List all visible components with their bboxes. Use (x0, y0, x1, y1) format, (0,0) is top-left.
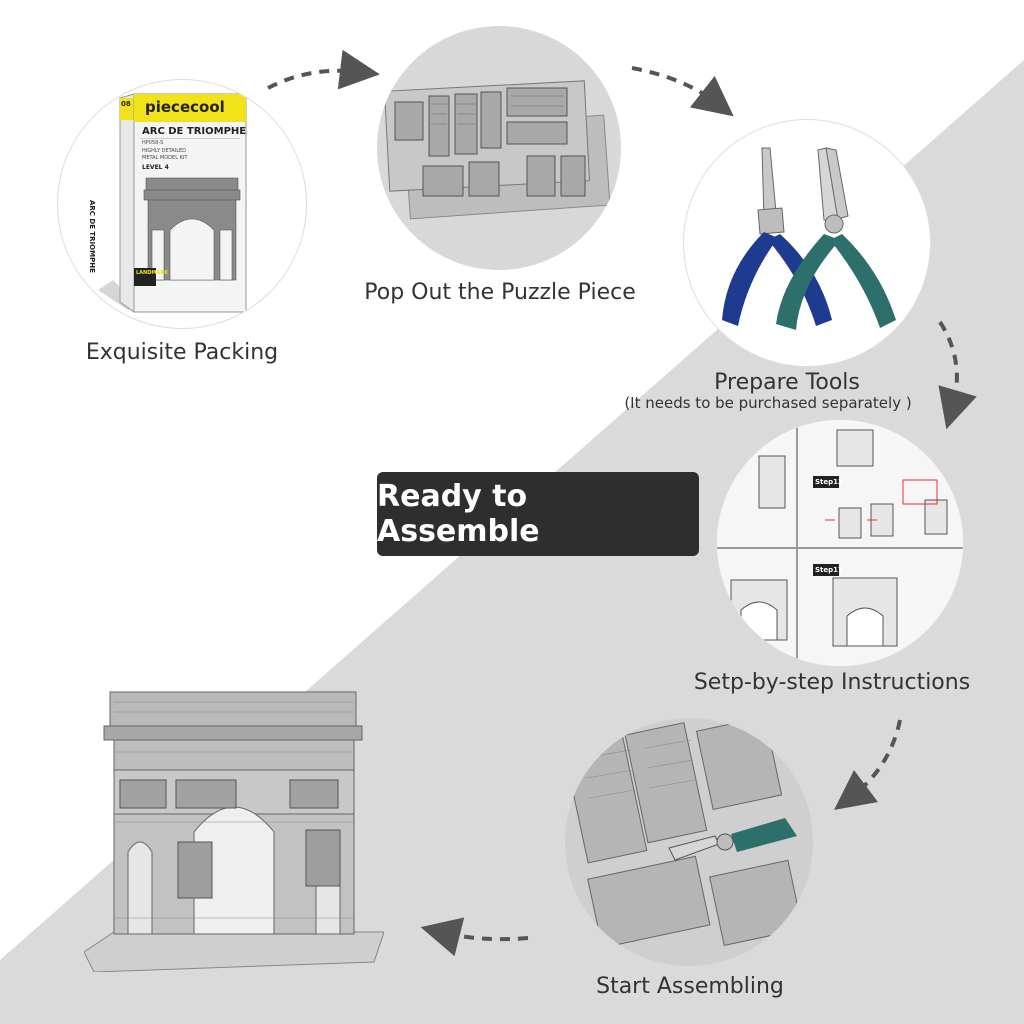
plier-right-handle-a (776, 234, 840, 330)
instructions-circle (717, 420, 963, 666)
package-spine-num: 08 (121, 100, 131, 108)
arc-de-triomphe-model (84, 691, 384, 972)
plier-right-handle-b (830, 234, 896, 328)
plier-left-handle-a (722, 232, 778, 326)
caption-start-assembling: Start Assembling (596, 974, 784, 999)
package-code: HP058-S (142, 140, 164, 146)
instructions-step-a: Step13 (815, 478, 843, 486)
package-series: LANDMARK (136, 270, 168, 276)
package-title: ARC DE TRIOMPHE (142, 126, 247, 137)
package-desc-2: METAL MODEL KIT (142, 155, 188, 161)
puzzle-sheet-circle (377, 26, 621, 270)
caption-prepare-tools-note: (It needs to be purchased separately ) (624, 394, 912, 412)
caption-pop-out: Pop Out the Puzzle Piece (364, 280, 636, 305)
package-spine: ARC DE TRIOMPHE (88, 200, 96, 273)
ready-to-assemble-badge: Ready to Assemble (377, 472, 699, 556)
caption-instructions: Setp-by-step Instructions (693, 670, 971, 695)
caption-prepare-tools: Prepare Tools (714, 370, 860, 395)
assembling-plier-handle (731, 818, 797, 852)
packing-circle (58, 80, 306, 328)
package-desc-1: HIGHLY DETAILED (142, 148, 186, 154)
package-level: LEVEL 4 (142, 164, 169, 171)
package-brand: piececool (145, 98, 225, 116)
instructions-step-b: Step17 (815, 566, 843, 574)
tools-circle (684, 120, 930, 366)
assembling-circle (565, 718, 813, 966)
caption-exquisite-packing: Exquisite Packing (85, 340, 279, 365)
